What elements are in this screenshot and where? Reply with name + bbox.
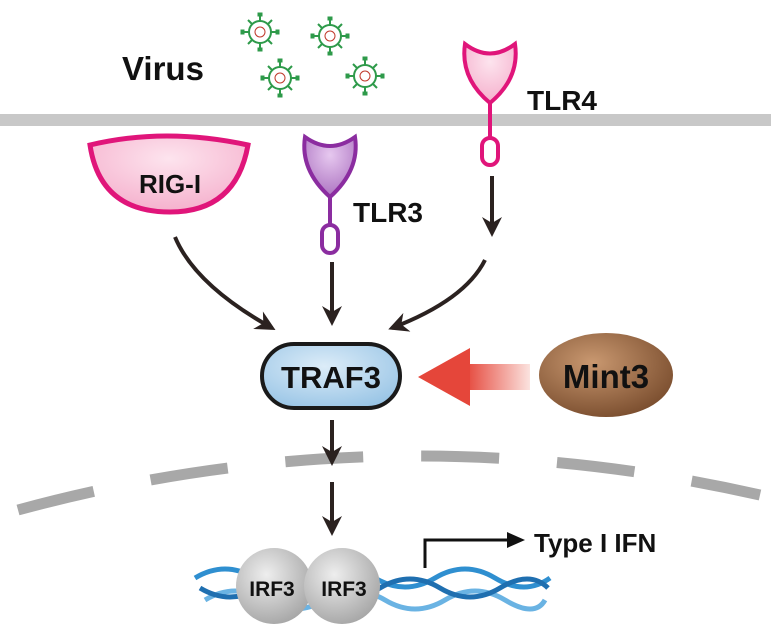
virus-particle-icon xyxy=(344,55,386,97)
virus-particle-icon xyxy=(259,57,301,99)
mint3-label: Mint3 xyxy=(563,358,649,395)
rig-i-to-traf3-arrow xyxy=(173,236,276,330)
mint3-node: Mint3 xyxy=(539,333,673,417)
traf3-shape xyxy=(260,342,402,410)
rig-i-receptor: RIG-I xyxy=(87,133,251,215)
plasma-membrane xyxy=(0,114,771,126)
mint3-shape xyxy=(539,333,673,417)
virus-particles xyxy=(239,11,386,99)
virus-particle-icon xyxy=(309,15,351,57)
signaling-arrows xyxy=(173,176,502,536)
tlr4-label: TLR4 xyxy=(527,85,597,116)
transcription-arrowhead-icon xyxy=(507,532,525,548)
traf3-label: TRAF3 xyxy=(281,360,381,395)
rig-i-label: RIG-I xyxy=(139,169,201,199)
type-i-ifn-label: Type I IFN xyxy=(534,528,656,558)
tlr4-to-traf3-arrow xyxy=(388,259,487,332)
transcription-arrow xyxy=(423,538,510,568)
rig-i-shape xyxy=(87,133,251,215)
irf3-right-label: IRF3 xyxy=(321,578,367,601)
irf3-left-shape xyxy=(236,548,312,624)
irf3-dimer: IRF3 IRF3 xyxy=(236,548,380,624)
tlr3-receptor-icon xyxy=(302,133,358,255)
mint3-to-traf3-arrow xyxy=(418,348,530,406)
tlr4-receptor-icon xyxy=(462,40,518,167)
tlr3-label: TLR3 xyxy=(353,197,423,228)
irf3-right-shape xyxy=(304,548,380,624)
nuclear-membrane xyxy=(16,450,762,516)
virus-label: Virus xyxy=(122,50,204,87)
virus-particle-icon xyxy=(239,11,281,53)
irf3-left-label: IRF3 xyxy=(249,578,295,601)
traf3-node: TRAF3 xyxy=(260,342,402,410)
